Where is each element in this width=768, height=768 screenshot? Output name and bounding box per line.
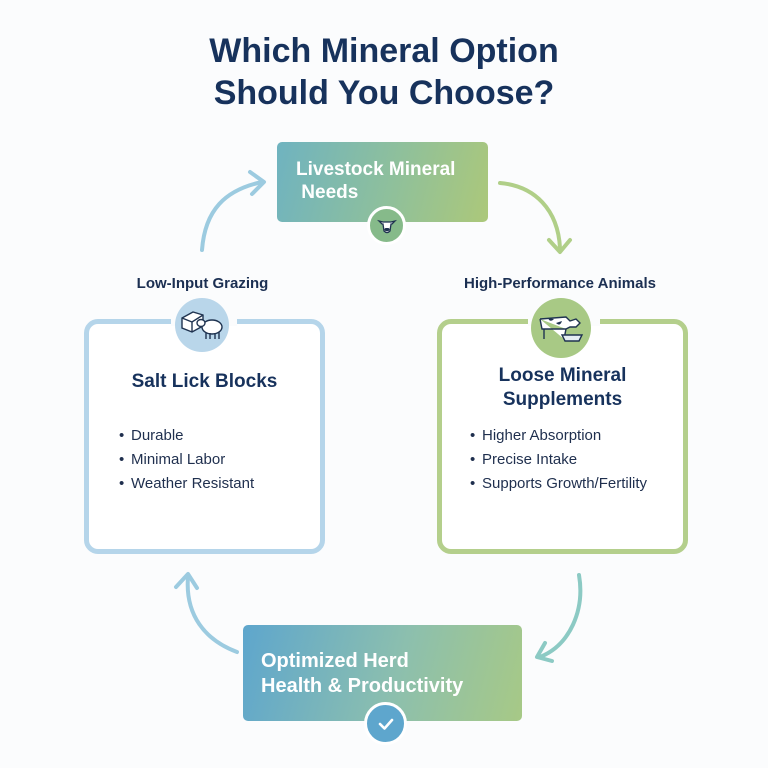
low-input-grazing-label: Low-Input Grazing <box>136 275 269 292</box>
high-performance-animals-label: High-Performance Animals <box>464 275 656 292</box>
loose-mineral-supplements-card: Loose Mineral Supplements Higher Absorpt… <box>437 317 688 554</box>
list-item: Supports Growth/Fertility <box>470 472 647 496</box>
salt-block-sheep-icon <box>175 298 229 352</box>
livestock-mineral-needs-node: Livestock Mineral Needs <box>277 142 488 222</box>
cow-head-icon <box>367 206 406 245</box>
optimized-herd-health-node: Optimized Herd Health & Productivity <box>243 625 522 721</box>
title-line-2: Should You Choose? <box>213 74 555 112</box>
list-item: Precise Intake <box>470 448 647 472</box>
arrow-right-to-bottom <box>535 573 583 663</box>
arrow-top-to-right <box>498 181 572 254</box>
page-title: Which Mineral Option Should You Choose? <box>0 30 768 114</box>
salt-lick-blocks-card: Salt Lick Blocks Durable Minimal Labor W… <box>84 317 325 554</box>
list-item: Minimal Labor <box>119 448 254 472</box>
card-title: Salt Lick Blocks <box>131 371 278 392</box>
list-item: Durable <box>119 424 254 448</box>
benefit-list: Durable Minimal Labor Weather Resistant <box>119 424 254 496</box>
title-line-1: Which Mineral Option <box>209 32 559 70</box>
node-label: Optimized Herd Health & Productivity <box>261 650 464 697</box>
arrow-left-to-top <box>200 170 266 252</box>
card-title: Loose Mineral Supplements <box>498 365 627 410</box>
cow-feeder-icon <box>531 298 591 358</box>
list-item: Higher Absorption <box>470 424 647 448</box>
checkmark-icon <box>364 702 407 745</box>
list-item: Weather Resistant <box>119 472 254 496</box>
benefit-list: Higher Absorption Precise Intake Support… <box>470 424 647 496</box>
arrow-bottom-to-left <box>174 572 239 654</box>
node-label: Livestock Mineral Needs <box>296 159 456 203</box>
